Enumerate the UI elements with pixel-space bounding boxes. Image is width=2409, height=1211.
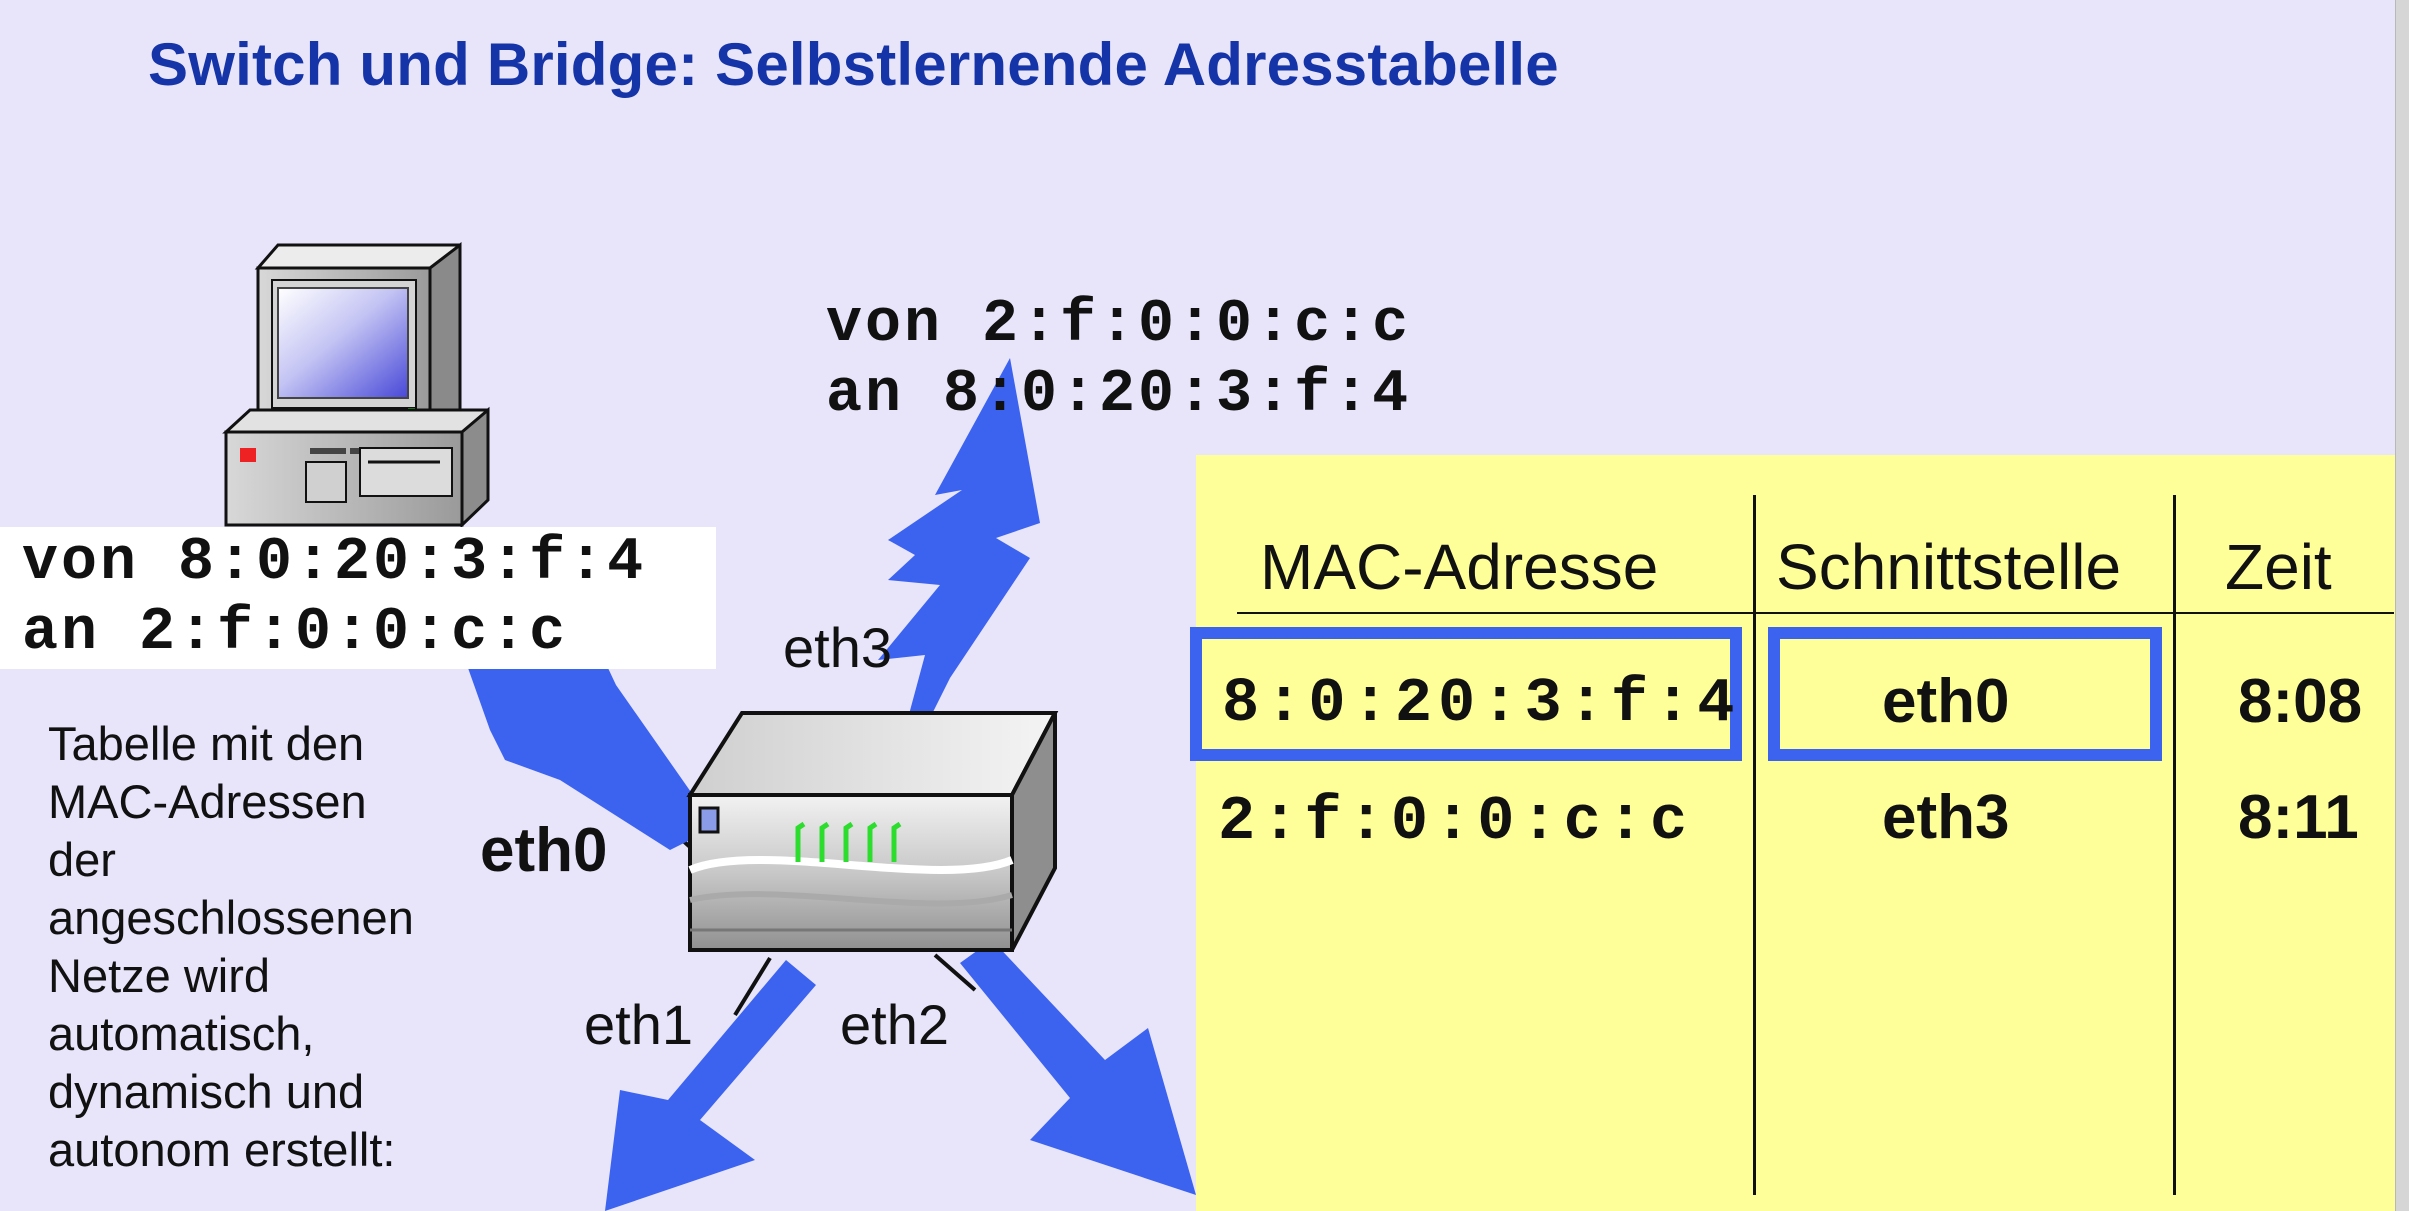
port-label-eth2: eth2 (840, 993, 949, 1056)
slide-title: Switch und Bridge: Selbstlernende Adress… (148, 31, 1559, 98)
port-label-eth0: eth0 (480, 816, 608, 885)
caption-line: Netze wird (48, 949, 271, 1002)
cell-time: 8:08 (2238, 667, 2363, 736)
highlight-interface-cell (1768, 627, 2162, 761)
caption-line: der (48, 833, 116, 886)
table-header-interface: Schnittstelle (1776, 531, 2122, 603)
outgoing-frame-box (0, 527, 716, 669)
table-header-time: Zeit (2225, 531, 2332, 603)
outgoing-frame-from: von 8:0:20:3:f:4 (22, 529, 647, 597)
arrow-eth2-icon (960, 940, 1196, 1195)
scrollbar[interactable] (2395, 0, 2409, 1211)
eth2-cable (933, 953, 977, 992)
reply-frame-to: an 8:0:20:3:f:4 (826, 361, 1412, 429)
cell-interface: eth0 (1882, 667, 2010, 736)
cell-interface: eth3 (1882, 783, 2010, 852)
outgoing-frame-to: an 2:f:0:0:c:c (22, 599, 569, 667)
cell-mac: 8:0:20:3:f:4 (1222, 668, 1741, 739)
arrow-eth0-icon (468, 668, 700, 850)
header-divider (1237, 612, 2394, 614)
caption-line: autonom erstellt: (48, 1123, 396, 1176)
caption-line: Tabelle mit den (48, 717, 365, 770)
cell-time: 8:11 (2238, 783, 2359, 852)
cell-mac: 2:f:0:0:c:c (1218, 786, 1694, 857)
port-label-eth1: eth1 (584, 993, 693, 1056)
caption-line: automatisch, (48, 1007, 315, 1060)
column-divider (1753, 495, 1756, 1195)
column-divider (2173, 495, 2176, 1195)
reply-frame-from: von 2:f:0:0:c:c (826, 291, 1412, 359)
caption: Tabelle mit den MAC-Adressen der angesch… (48, 715, 414, 1179)
outgoing-frame-label: von 8:0:20:3:f:4 an 2:f:0:0:c:c (22, 528, 646, 668)
highlight-mac-cell (1190, 627, 1742, 761)
reply-frame-label: von 2:f:0:0:c:c an 8:0:20:3:f:4 (826, 290, 1411, 430)
arrow-eth3-up-icon (878, 358, 1040, 718)
table-header-mac: MAC-Adresse (1260, 531, 1659, 603)
eth1-cable (733, 956, 772, 1017)
switch-icon (686, 711, 1059, 952)
port-label-eth3: eth3 (783, 616, 892, 679)
computer-icon (222, 241, 490, 529)
caption-line: MAC-Adressen (48, 775, 367, 828)
caption-line: dynamisch und (48, 1065, 365, 1118)
arrow-eth1-icon (605, 960, 816, 1211)
caption-line: angeschlossenen (48, 891, 414, 944)
address-table-panel (1196, 455, 2400, 1211)
